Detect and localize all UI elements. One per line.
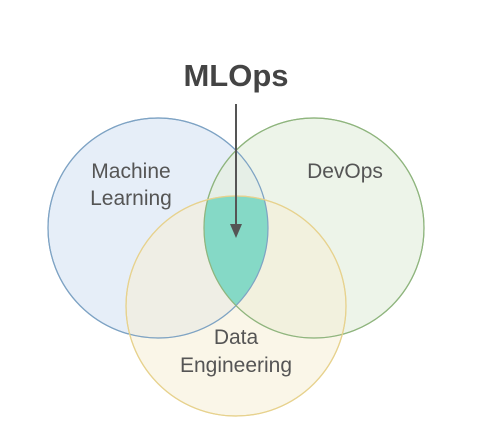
devops-label: DevOps	[307, 160, 383, 183]
machine-learning-label-line2: Learning	[90, 187, 172, 210]
machine-learning-label-line1: Machine	[91, 160, 170, 183]
data-engineering-label-line1: Data	[214, 326, 259, 349]
diagram-title: MLOps	[183, 58, 288, 93]
machine-learning-outline	[47, 117, 269, 339]
devops-outline	[203, 117, 425, 339]
mlops-arrow-head	[230, 224, 242, 238]
data-engineering-label-line2: Engineering	[180, 354, 292, 377]
